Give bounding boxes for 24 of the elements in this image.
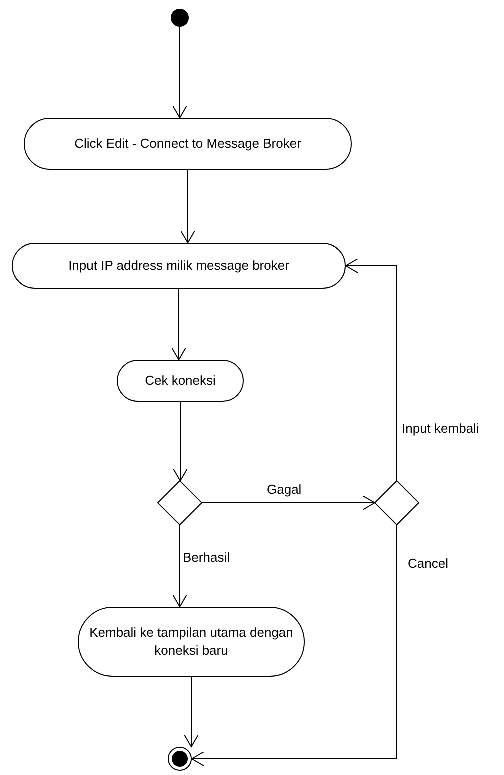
activity-text: Input IP address milik message broker	[68, 257, 290, 275]
activity-box	[24, 118, 352, 170]
arrow	[202, 496, 376, 510]
state-circle	[168, 747, 192, 771]
edge-label: Gagal	[266, 482, 303, 497]
arrow	[172, 524, 188, 608]
activity-text: Cek koneksi	[145, 372, 216, 390]
arrow	[184, 676, 199, 748]
decision-diamond	[158, 481, 202, 525]
arrow	[192, 524, 398, 766]
activity-box	[117, 360, 244, 402]
activity-text: Click Edit - Connect to Message Broker	[74, 135, 302, 153]
state-circle	[171, 9, 189, 27]
edge-label: Input kembali	[401, 421, 480, 436]
edge-label: Cancel	[407, 556, 450, 571]
arrow	[346, 258, 398, 482]
activity-box	[12, 243, 346, 289]
decision-diamond	[375, 481, 419, 525]
activity-text: Kembali ke tampilan utama dengan koneksi baru	[89, 624, 294, 660]
arrow	[172, 288, 186, 360]
arrow	[172, 26, 188, 118]
arrow	[180, 170, 196, 244]
edge-label: Berhasil	[182, 550, 231, 565]
arrow	[173, 402, 188, 482]
